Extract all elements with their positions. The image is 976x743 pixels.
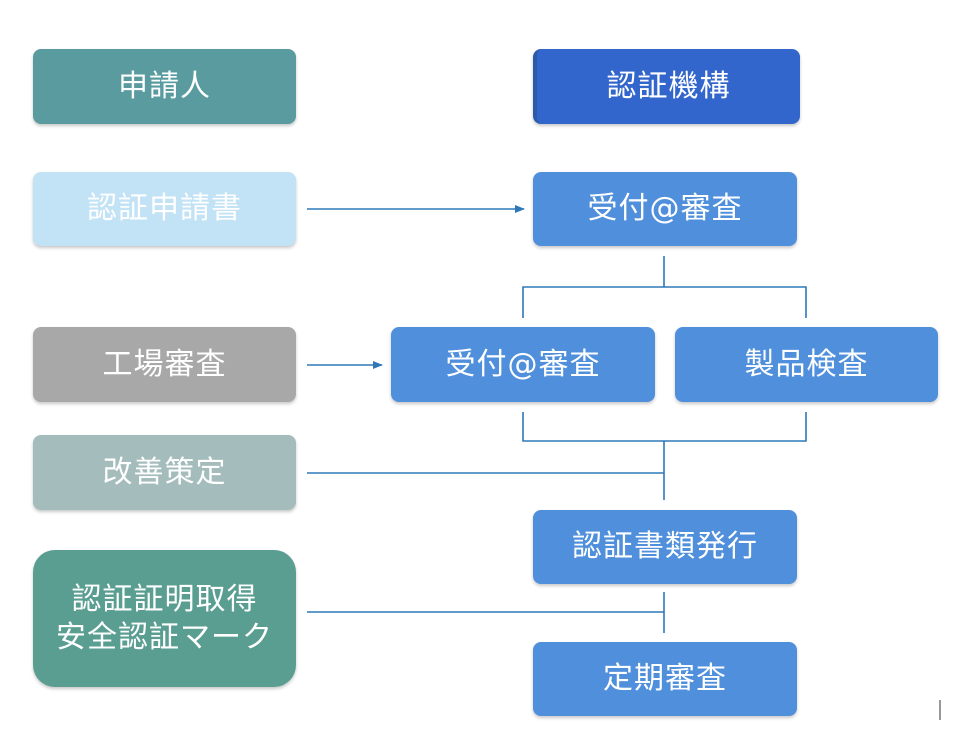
factory-audit-label: 工場審査: [102, 346, 227, 382]
split-bracket-bar: [522, 286, 807, 318]
improvement-plan-node: 改善策定: [33, 435, 296, 510]
factory-audit-node: 工場審査: [33, 327, 296, 402]
document-issue-node: 認証書類発行: [533, 510, 797, 584]
certification-acquired-label-1: 認証証明取得: [71, 582, 258, 617]
applicant-header-label: 申請人: [118, 68, 211, 104]
periodic-audit-node: 定期審査: [533, 642, 797, 716]
improvement-plan-label: 改善策定: [102, 454, 227, 490]
applicant-header: 申請人: [33, 49, 296, 124]
reception-review-node-1: 受付@審査: [533, 172, 797, 246]
periodic-audit-label: 定期審査: [603, 661, 727, 697]
certification-acquired-node: 認証証明取得 安全認証マーク: [33, 550, 296, 687]
reception-review-node-2: 受付@審査: [391, 327, 655, 402]
certification-body-header-label: 認証機構: [606, 68, 731, 104]
product-inspection-label: 製品検査: [744, 346, 869, 382]
reception-review-label-2: 受付@審査: [445, 346, 601, 382]
application-form-label: 認証申請書: [87, 191, 242, 227]
certification-acquired-label-2: 安全認証マーク: [56, 619, 273, 655]
certification-body-header: 認証機構: [533, 49, 800, 124]
application-form-node: 認証申請書: [33, 172, 296, 246]
document-issue-label: 認証書類発行: [572, 529, 758, 565]
join-bracket: [522, 412, 807, 442]
product-inspection-node: 製品検査: [675, 327, 938, 402]
reception-review-label-1: 受付@審査: [587, 191, 743, 227]
